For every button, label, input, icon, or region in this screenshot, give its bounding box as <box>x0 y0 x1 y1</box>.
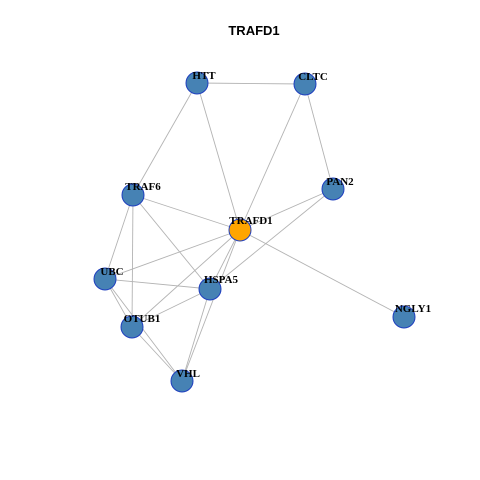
node-pan2[interactable]: PAN2 <box>321 176 354 201</box>
edge-hspa5-vhl <box>181 288 211 382</box>
node-circle[interactable] <box>120 315 144 339</box>
node-traf6[interactable]: TRAF6 <box>121 181 161 207</box>
node-vhl[interactable]: VHL <box>170 368 200 393</box>
node-label: OTUB1 <box>124 313 161 325</box>
edge-cltc-trafd1 <box>239 83 306 231</box>
node-ngly1[interactable]: NGLY1 <box>392 303 431 329</box>
edge-traf6-otub1 <box>131 194 134 328</box>
node-circle[interactable] <box>170 369 194 393</box>
edge-traf6-hspa5 <box>132 194 211 290</box>
edge-htt-trafd1 <box>196 82 241 231</box>
node-circle[interactable] <box>228 218 252 242</box>
edge-htt-traf6 <box>132 82 198 196</box>
node-label: TRAFD1 <box>229 215 272 227</box>
node-label: HSPA5 <box>204 274 239 286</box>
edge-ubc-hspa5 <box>104 278 211 290</box>
edge-traf6-trafd1 <box>132 194 241 231</box>
edge-trafd1-ngly1 <box>239 229 405 318</box>
edge-ubc-vhl <box>104 278 183 382</box>
node-otub1[interactable]: OTUB1 <box>120 313 161 339</box>
node-circle[interactable] <box>392 305 416 329</box>
node-htt[interactable]: HTT <box>185 70 216 95</box>
node-circle[interactable] <box>321 177 345 201</box>
node-label: CLTC <box>298 71 328 83</box>
edge-trafd1-otub1 <box>131 229 241 328</box>
edge-trafd1-vhl <box>181 229 241 382</box>
node-trafd1[interactable]: TRAFD1 <box>228 215 273 242</box>
node-circle[interactable] <box>198 277 222 301</box>
edge-htt-cltc <box>196 82 306 85</box>
node-hspa5[interactable]: HSPA5 <box>198 274 239 301</box>
node-circle[interactable] <box>293 72 317 96</box>
edge-hspa5-otub1 <box>131 288 211 328</box>
node-circle[interactable] <box>185 71 209 95</box>
edge-pan2-hspa5 <box>209 188 334 290</box>
edge-pan2-trafd1 <box>239 188 334 231</box>
edge-traf6-ubc <box>104 194 134 280</box>
node-label: NGLY1 <box>395 303 431 315</box>
node-label: TRAF6 <box>125 181 161 193</box>
node-ubc[interactable]: UBC <box>93 266 124 291</box>
diagram-title: TRAFD1 <box>228 23 279 38</box>
node-label: HTT <box>192 70 216 82</box>
node-label: PAN2 <box>326 176 354 188</box>
node-circle[interactable] <box>121 183 145 207</box>
node-circle[interactable] <box>93 267 117 291</box>
node-cltc[interactable]: CLTC <box>293 71 328 96</box>
edges-layer <box>104 82 405 382</box>
edge-cltc-pan2 <box>304 83 334 190</box>
edge-otub1-vhl <box>131 326 183 382</box>
edge-trafd1-ubc <box>104 229 241 280</box>
node-label: VHL <box>176 368 200 380</box>
node-label: UBC <box>100 266 123 278</box>
